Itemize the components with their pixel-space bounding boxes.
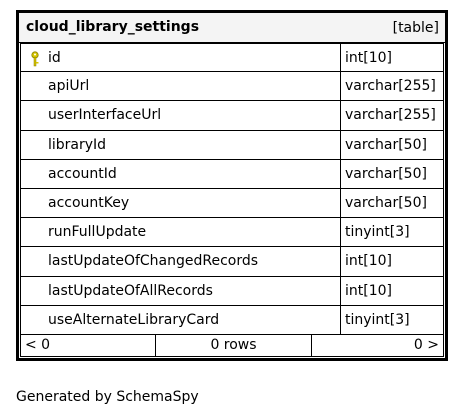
- column-type: tinyint[3]: [345, 224, 410, 241]
- column-type-cell: tinyint[3]: [341, 218, 444, 247]
- column-name-cell: lastUpdateOfAllRecords: [20, 276, 341, 305]
- column-type-cell: varchar[50]: [341, 159, 444, 188]
- column-row: accountKey varchar[50]: [20, 188, 444, 219]
- generated-by-text: Generated by SchemaSpy: [16, 389, 199, 405]
- table-header: cloud_library_settings [table]: [19, 13, 445, 43]
- column-name: accountId: [48, 165, 117, 182]
- column-name-cell: id: [20, 44, 341, 72]
- column-name: runFullUpdate: [48, 224, 147, 241]
- column-row: apiUrl varchar[255]: [20, 72, 444, 102]
- column-type-cell: varchar[255]: [341, 101, 444, 130]
- column-row: userInterfaceUrl varchar[255]: [20, 101, 444, 131]
- row-count: 0 rows: [156, 334, 312, 356]
- column-type-cell: int[10]: [341, 44, 444, 72]
- column-name: libraryId: [48, 136, 107, 153]
- column-row: id int[10]: [20, 43, 444, 73]
- parents-count: < 0: [21, 334, 156, 356]
- column-type-cell: int[10]: [341, 247, 444, 276]
- column-type: varchar[50]: [345, 165, 427, 182]
- column-type: int[10]: [345, 253, 392, 270]
- column-name-cell: accountId: [20, 159, 341, 188]
- column-type: varchar[255]: [345, 78, 436, 95]
- table-footer: < 0 0 rows 0 >: [20, 334, 444, 357]
- column-row: runFullUpdate tinyint[3]: [20, 218, 444, 248]
- column-name-cell: useAlternateLibraryCard: [20, 305, 341, 334]
- table-name: cloud_library_settings: [26, 19, 200, 35]
- table-type-label: [table]: [392, 20, 439, 36]
- column-type: varchar[50]: [345, 136, 427, 153]
- column-type-cell: tinyint[3]: [341, 305, 444, 334]
- table-entity: cloud_library_settings [table] id int[10]…: [16, 10, 448, 361]
- column-row: lastUpdateOfChangedRecords int[10]: [20, 247, 444, 277]
- column-type-cell: varchar[50]: [341, 188, 444, 218]
- column-name-cell: userInterfaceUrl: [20, 101, 341, 130]
- column-type: varchar[255]: [345, 107, 436, 124]
- column-row: lastUpdateOfAllRecords int[10]: [20, 276, 444, 306]
- column-name-cell: runFullUpdate: [20, 218, 341, 247]
- column-type: tinyint[3]: [345, 311, 410, 328]
- column-type: int[10]: [345, 282, 392, 299]
- column-name-cell: libraryId: [20, 130, 341, 159]
- column-name: accountKey: [48, 194, 130, 211]
- column-type: int[10]: [345, 50, 392, 66]
- children-count: 0 >: [413, 336, 439, 353]
- column-name: lastUpdateOfChangedRecords: [48, 253, 259, 270]
- column-name: userInterfaceUrl: [48, 107, 162, 124]
- column-row: libraryId varchar[50]: [20, 130, 444, 160]
- column-name: id: [48, 50, 61, 66]
- column-row: useAlternateLibraryCard tinyint[3]: [20, 305, 444, 335]
- column-type-cell: varchar[50]: [341, 130, 444, 159]
- column-type-cell: varchar[255]: [341, 72, 444, 101]
- key-icon: [31, 51, 39, 67]
- column-type: varchar[50]: [345, 194, 427, 211]
- column-name-cell: accountKey: [20, 188, 341, 218]
- column-name-cell: lastUpdateOfChangedRecords: [20, 247, 341, 276]
- column-row: accountId varchar[50]: [20, 159, 444, 189]
- column-name-cell: apiUrl: [20, 72, 341, 101]
- column-name: useAlternateLibraryCard: [48, 311, 220, 328]
- column-name: apiUrl: [48, 78, 90, 95]
- column-type-cell: int[10]: [341, 276, 444, 305]
- column-name: lastUpdateOfAllRecords: [48, 282, 213, 299]
